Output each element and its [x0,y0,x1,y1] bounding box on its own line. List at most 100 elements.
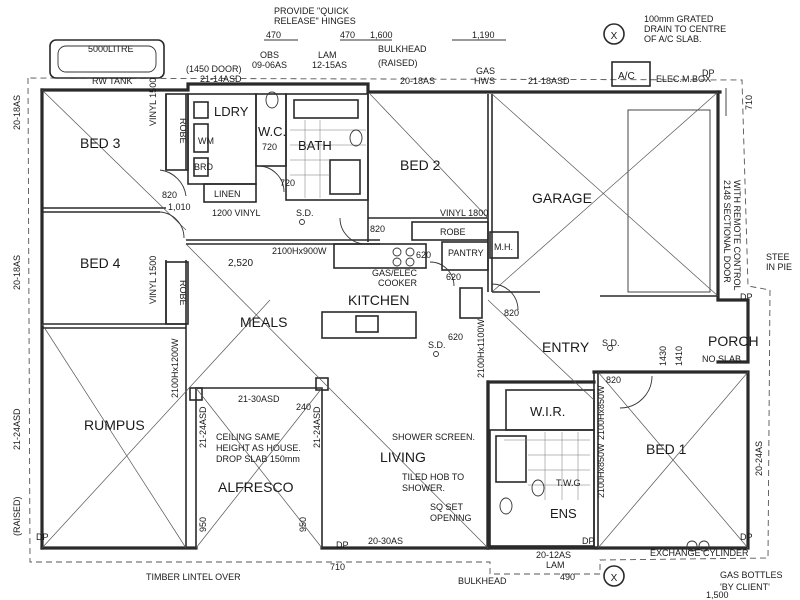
window-wir-2: 2100Hx850W [596,443,606,498]
dim-470-b: 470 [340,30,355,40]
room-mh: M.H. [494,242,513,252]
dim-720-wc: 720 [262,142,277,152]
note-grated-1: 100mm GRATED [644,14,714,24]
note-vinyl-1800: VINYL 1800 [440,208,488,218]
window-alfresco-left: 21-24ASD [198,406,208,448]
window-bed3: 20-18AS [12,95,22,130]
room-alfresco: ALFRESCO [218,479,294,495]
note-wm: WM [198,136,214,146]
window-bed4: 20-18AS [12,255,22,290]
section-marker-bottom: X [603,565,625,587]
note-sd-kitchen: S.D. [428,340,446,350]
dim-490: 490 [560,572,575,582]
door-swings [159,165,653,409]
window-entry: 2100Hx1100W [476,319,486,378]
note-shower-screen: SHOWER SCREEN. [392,432,475,442]
window-alfresco-top: 21-30ASD [238,394,280,404]
note-steel-1: STEE [766,252,790,262]
note-sectional-2: WITH REMOTE CONTROL [732,180,742,291]
note-sd-hall: S.D. [296,208,314,218]
window-ens: 20-12AS [536,550,571,560]
note-lam: LAM [318,50,337,60]
window-rumpus: 21-24ASD [12,408,22,450]
room-garage: GARAGE [532,190,592,206]
window-garage: 21-18ASD [528,76,570,86]
note-gas-bottles-2: 'BY CLIENT' [720,582,770,592]
window-meals: 2100Hx1200W [170,338,180,398]
note-dp-ens: DP [582,536,595,546]
note-obs-code: 09-06AS [252,60,287,70]
note-tiled-hob-2: SHOWER. [402,483,445,493]
note-bulkhead-bottom: BULKHEAD [458,576,507,586]
room-bed3: BED 3 [80,135,121,151]
room-rumpus: RUMPUS [84,417,145,433]
diagonal-lines [41,89,749,549]
note-rw-tank: RW TANK [92,76,133,86]
note-ceiling-2: HEIGHT AS HOUSE. [216,443,301,453]
note-tiled-hob-1: TILED HOB TO [402,472,464,482]
dim-710-top: 710 [744,95,754,110]
dim-1500: 1,500 [706,590,729,600]
note-no-slab: NO SLAB [702,354,741,364]
window-living-bottom: 20-30AS [368,536,403,546]
room-bath: BATH [298,138,332,153]
note-tank-5000: 5000LITRE [88,44,134,54]
window-bed2: 20-18AS [400,76,435,86]
note-dp-left: DP [36,532,49,542]
note-dp-porch: DP [740,292,753,302]
note-gas: GAS [476,66,495,76]
room-wir: W.I.R. [530,404,565,419]
note-brd: BRD [194,162,214,172]
note-bulkhead: BULKHEAD [378,44,427,54]
room-pantry: PANTRY [448,248,484,258]
external-walls [40,82,750,550]
note-dp-bottom: DP [336,540,349,550]
room-kitchen: KITCHEN [348,292,409,308]
dim-820-bed2: 820 [370,224,385,234]
dim-950-left: 950 [198,517,208,532]
room-wc: W.C. [258,124,286,139]
note-timber-lintel: TIMBER LINTEL OVER [146,572,241,582]
dim-1190: 1,190 [472,30,495,40]
note-range-hood: 2100Hx900W [272,246,327,256]
note-steel-2: IN PIE [766,262,792,272]
note-twg: T.W.G [556,478,581,488]
note-gas-bottles-1: GAS BOTTLES [720,570,783,580]
note-sd-entry: S.D. [602,338,620,348]
room-living: LIVING [380,449,426,465]
room-linen: LINEN [214,189,241,199]
dim-820-garage: 820 [504,308,519,318]
room-robe-bed4: ROBE [178,280,188,306]
dim-820-bed1: 820 [606,375,621,385]
room-robe-bed3: ROBE [178,118,188,144]
dim-1410: 1410 [674,346,684,366]
room-porch: PORCH [708,333,759,349]
note-sq-set-1: SQ SET [430,502,464,512]
note-sq-set-2: OPENING [430,513,472,523]
window-ldry: 21-14ASD [200,74,242,84]
note-grated-2: DRAIN TO CENTRE [644,24,726,34]
annotations: PROVIDE "QUICK RELEASE" HINGES 100mm GRA… [12,6,792,600]
note-ceiling-3: DROP SLAB 150mm [216,454,300,464]
note-lam-code: 12-15AS [312,60,347,70]
window-alfresco-right: 21-24ASD [312,406,322,448]
window-wir-1: 2100Hx850W [596,385,606,440]
top-dimensions [264,39,727,116]
note-1450-door: (1450 DOOR) [186,64,242,74]
dim-240: 240 [296,402,311,412]
fixtures [265,91,710,552]
note-cooker-1: GAS/ELEC [372,268,418,278]
note-quick-release-2: RELEASE" HINGES [274,16,356,26]
room-meals: MEALS [240,314,287,330]
dim-820-bed3: 820 [162,190,177,200]
room-bed1: BED 1 [646,441,687,457]
dim-1010: 1,010 [168,202,191,212]
dim-1600: 1,600 [370,30,393,40]
note-ens-lam: LAM [546,560,565,570]
note-sectional-1: 2148 SECTIONAL DOOR [722,180,732,283]
dim-950-right: 950 [298,517,308,532]
room-labels: BED 3 BED 4 BED 2 BED 1 LDRY W.C. BATH G… [80,104,759,521]
note-hws: HWS [474,76,495,86]
section-marker-label: X [611,573,618,584]
